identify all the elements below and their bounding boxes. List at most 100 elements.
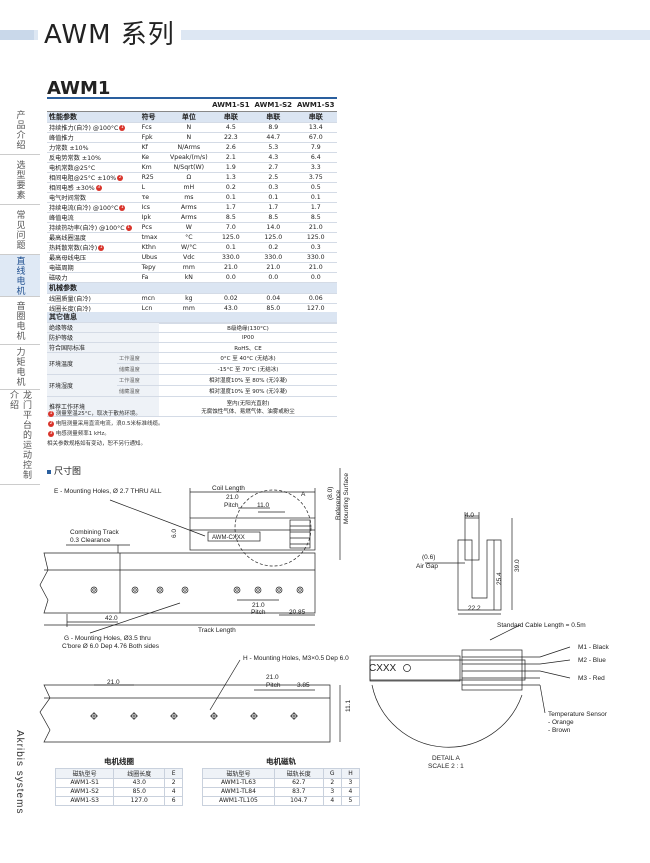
col-s3: AWM1-S3 bbox=[294, 100, 337, 112]
track-side-holes bbox=[90, 712, 298, 720]
dim-21-low: 21.0 bbox=[107, 679, 120, 686]
table-row: 储藏温度 -15°C 至 70°C (无结冰) bbox=[47, 363, 337, 375]
track-cross-section bbox=[457, 539, 502, 611]
label-h-holes: H - Mounting Holes, M3×0.5 Dep 6.0 bbox=[243, 655, 349, 662]
label-ref-1: (8.0) bbox=[327, 487, 334, 500]
note-marker-icon: 1 bbox=[119, 124, 126, 131]
table-row: 环境温度 工作温度 0°C 至 40°C (无结冰) bbox=[47, 352, 337, 375]
label-airgap-2: Air Gap bbox=[416, 563, 438, 570]
side-tab-faq[interactable]: 常见问题 bbox=[0, 205, 40, 255]
note-marker-icon: 1 bbox=[98, 244, 105, 251]
side-tab-gantry-control[interactable]: 龙门平台的运动控制介绍 bbox=[0, 390, 40, 485]
footnote-1: 1 测量室温25°C，取决于散热环境。 bbox=[48, 410, 141, 417]
dimension-drawing-title: 尺寸图 bbox=[47, 464, 81, 477]
dim-21-mid: 21.0 bbox=[252, 602, 265, 609]
table-row: 推荐工作环境 室内(无阳光直射) 无腐蚀性气体、易燃气体、油雾或粉尘 bbox=[47, 396, 337, 417]
label-pitch-top: Pitch bbox=[224, 502, 239, 509]
col-s2: AWM1-S2 bbox=[252, 100, 295, 112]
series-title: AWM 系列 bbox=[38, 14, 181, 51]
dim-21-top: 21.0 bbox=[226, 494, 239, 501]
note-marker-icon: 1 bbox=[125, 224, 132, 231]
dim-4: 4.0 bbox=[465, 512, 474, 519]
note-marker-icon: 3 bbox=[95, 184, 102, 191]
footnote-2: 2 电阻测量采用直流电流，浪0.5米标准线缆。 bbox=[48, 420, 164, 427]
label-temp-1: Temperature Sensor bbox=[548, 711, 608, 718]
side-tab-linear-motor[interactable]: 直线电机 bbox=[0, 255, 40, 297]
note-marker-icon: 2 bbox=[48, 420, 54, 427]
header-band-accent bbox=[0, 30, 34, 40]
label-detail-a-marker: A bbox=[301, 491, 306, 498]
label-pitch-mid: Pitch bbox=[251, 609, 266, 616]
label-g-holes-2: C'bore Ø 6.0 Dep 4.76 Both sides bbox=[62, 643, 160, 650]
side-tab-selection[interactable]: 选型要素 bbox=[0, 155, 40, 205]
dim-111: 11.1 bbox=[345, 699, 352, 712]
label-ref-2: Reference bbox=[335, 490, 342, 520]
label-temp-3: - Brown bbox=[548, 727, 571, 734]
model-title: AWM1 bbox=[47, 78, 111, 99]
note-marker-icon: 3 bbox=[48, 430, 54, 437]
table-row: 储藏温度 相对湿度10% 至 90% (无冷凝) bbox=[47, 385, 337, 397]
note-marker-icon: 1 bbox=[48, 410, 54, 417]
header-band bbox=[0, 30, 650, 40]
label-scale: SCALE 2 : 1 bbox=[428, 763, 464, 770]
coil-text: AWM-CXXX bbox=[212, 535, 245, 541]
coil-table-title: 电机线圈 bbox=[55, 756, 183, 769]
label-m2: M2 - Blue bbox=[578, 657, 606, 664]
note-marker-icon: 1 bbox=[119, 204, 126, 211]
label-m1: M1 - Black bbox=[578, 644, 609, 651]
dim-6: 6.0 bbox=[171, 529, 178, 538]
table-row: 磁轨型号 线圈长度 E bbox=[54, 767, 183, 779]
note-marker-icon: 2 bbox=[117, 174, 124, 181]
label-airgap-1: (0.6) bbox=[422, 554, 435, 561]
dim-390: 39.0 bbox=[514, 559, 521, 572]
other-section-row: 其它信息 bbox=[47, 312, 337, 323]
dim-254: 25.4 bbox=[496, 572, 503, 585]
dim-11: 11.0 bbox=[257, 502, 270, 509]
coil-cross-section bbox=[464, 517, 480, 561]
table-row: 磁轨型号 磁轨长度 G H bbox=[202, 767, 361, 779]
model-title-rule bbox=[47, 97, 337, 99]
table-row: 环境湿度 工作温度 相对湿度10% 至 80% (无冷凝) bbox=[47, 374, 337, 397]
label-combining-2: 0.3 Clearance bbox=[70, 537, 111, 544]
dim-21-low2: 21.0 bbox=[266, 674, 279, 681]
label-ref-3: Mounting Surface bbox=[343, 473, 350, 524]
footnote-3: 3 电感测量频率1 kHz。 bbox=[48, 430, 110, 437]
brand-label: Akribis systems bbox=[14, 730, 25, 815]
col-s1: AWM1-S1 bbox=[209, 100, 253, 112]
label-coil-length: Coil Length bbox=[212, 485, 245, 492]
dim-385: 3.85 bbox=[297, 682, 310, 689]
label-e-holes: E - Mounting Holes, Ø 2.7 THRU ALL bbox=[54, 488, 162, 495]
side-tab-torque-motor[interactable]: 力矩电机 bbox=[0, 345, 40, 390]
label-cable: Standard Cable Length = 0.5m bbox=[497, 622, 586, 629]
track-side-view bbox=[39, 684, 331, 743]
side-tab-product-intro[interactable]: 产品介绍 bbox=[0, 105, 40, 155]
side-tab-voice-coil[interactable]: 音圈电机 bbox=[0, 297, 40, 345]
